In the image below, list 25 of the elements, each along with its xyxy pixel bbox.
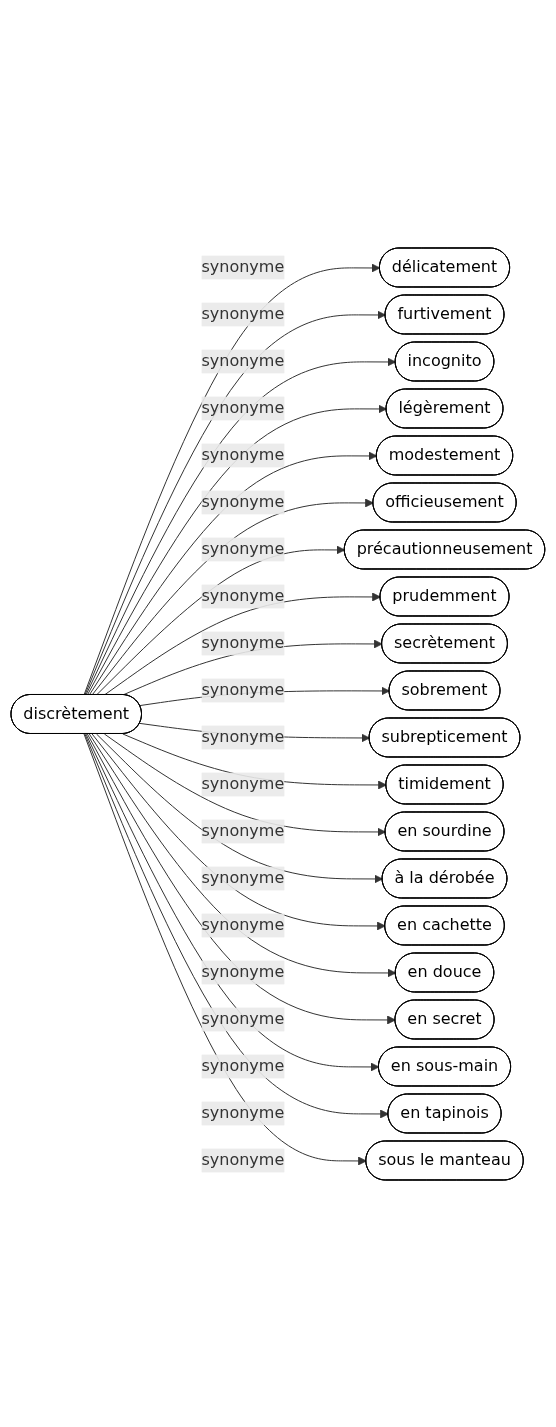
edge-label: synonyme xyxy=(201,679,285,699)
edge-label: synonyme xyxy=(201,257,285,276)
edge-label: synonyme xyxy=(201,1055,285,1075)
edge-label: synonyme xyxy=(201,304,285,323)
edge-label: synonyme xyxy=(201,632,285,652)
edge-label: synonyme xyxy=(201,867,285,887)
arrow xyxy=(91,498,374,695)
edge-label: synonyme xyxy=(201,773,285,793)
arrow xyxy=(96,545,346,695)
edge-label: synonyme xyxy=(201,1008,285,1028)
edge-label: synonyme xyxy=(201,1149,285,1169)
edge-label: synonyme xyxy=(201,1102,285,1122)
arrow xyxy=(96,733,384,883)
edge-label: synonyme xyxy=(201,445,285,464)
edge-label: synonyme xyxy=(201,492,285,511)
edge-label: synonyme xyxy=(201,914,285,934)
arrow xyxy=(83,733,367,1165)
edge-label: synonyme xyxy=(201,398,285,417)
edge-label: synonyme xyxy=(201,351,285,370)
edge-label: synonyme xyxy=(201,539,285,558)
edge-label: synonyme xyxy=(201,726,285,746)
edge-label: synonyme xyxy=(201,820,285,840)
edge-label: synonyme xyxy=(201,585,285,605)
edge-label: synonyme xyxy=(201,961,285,981)
arrow xyxy=(88,451,378,695)
